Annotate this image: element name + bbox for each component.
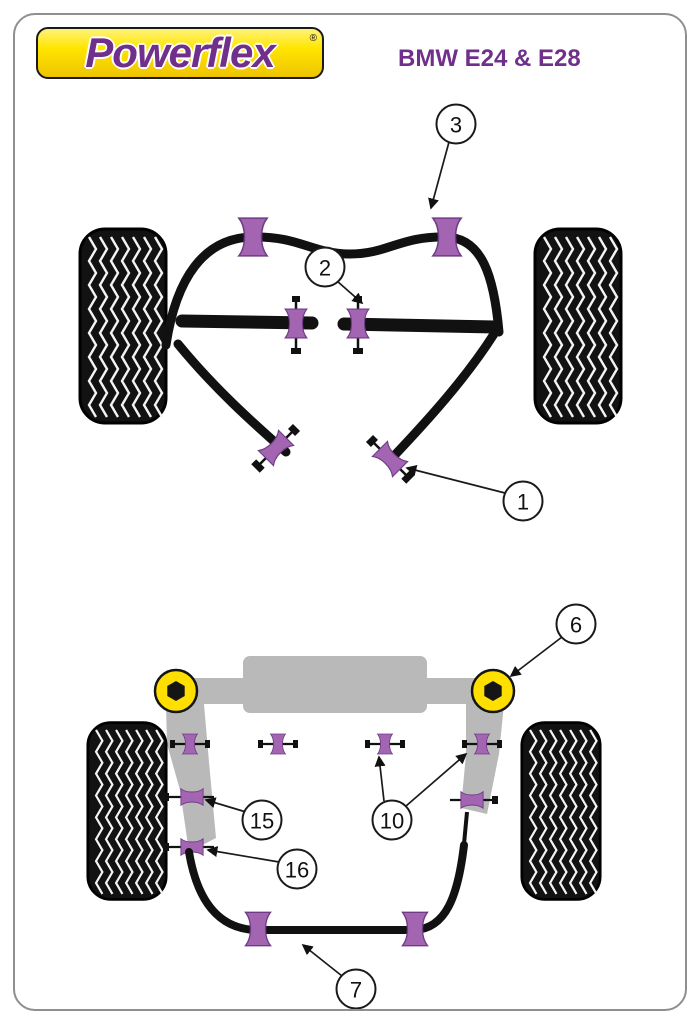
rear-subframe-center (243, 656, 427, 713)
front-left-tire (80, 229, 166, 423)
rear-drop-link (462, 811, 469, 845)
rear-right-tire (522, 723, 600, 900)
callout-7-label: 7 (350, 978, 362, 1003)
rear-trailing-arm-left (166, 704, 216, 852)
front-right-tire (535, 229, 621, 423)
front-arm-bushing-left (251, 423, 301, 473)
front-anti-roll-bar (161, 232, 504, 350)
rear-trailing-arm-right (461, 704, 504, 814)
brand-name: Powerflex (85, 29, 275, 76)
callout-2: 2 (304, 246, 364, 305)
rear-arm-rear-bushing (163, 838, 214, 856)
hex-nut-icon (167, 681, 185, 701)
rear-upper-bushing (258, 733, 298, 755)
callout-6: 6 (509, 603, 597, 678)
callout-3-label: 3 (450, 113, 462, 138)
callout-2-label: 2 (319, 256, 331, 281)
callout-16-label: 16 (285, 858, 309, 883)
rear-arm-bushing-right (450, 791, 498, 809)
callout-15: 15 (204, 797, 283, 841)
registered-trademark-symbol: ® (309, 33, 317, 44)
front-suspension-diagram: 3 2 1 (80, 103, 621, 522)
page-title: BMW E24 & E28 (398, 45, 581, 72)
front-control-arm-left (173, 339, 291, 457)
front-control-arm-right (387, 329, 499, 463)
callout-7: 7 (301, 943, 377, 1010)
rear-arm-front-bushing (163, 788, 214, 806)
front-link-bushing-left (284, 296, 308, 354)
rear-upper-bushing (170, 733, 210, 755)
callout-10-label: 10 (380, 809, 404, 834)
callout-3: 3 (428, 103, 477, 210)
hex-nut-icon (484, 681, 502, 701)
callout-1: 1 (405, 464, 544, 522)
front-center-link-right (337, 317, 502, 334)
callout-1-label: 1 (517, 490, 529, 515)
rear-subframe-bushing-left (153, 668, 199, 714)
rear-upper-bushing (365, 733, 405, 755)
rear-left-tire (88, 723, 166, 900)
callout-15-label: 15 (250, 809, 274, 834)
powerflex-logo: Powerflex ® (36, 27, 324, 79)
rear-upper-bushing (462, 733, 502, 755)
callout-6-label: 6 (570, 613, 582, 638)
rear-suspension-diagram: 6 15 16 10 7 (88, 603, 600, 1010)
callout-10: 10 (371, 752, 468, 841)
callout-16: 16 (206, 846, 318, 890)
rear-subframe-bushing-right (470, 668, 516, 714)
